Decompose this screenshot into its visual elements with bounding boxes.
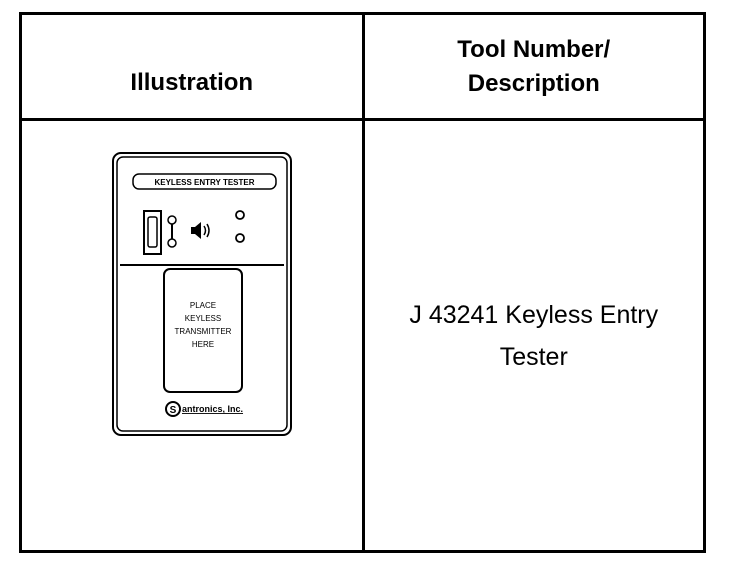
illustration-header-cell: Illustration [19, 12, 365, 121]
speaker-icon [191, 222, 210, 239]
tool-number-description-header: Tool Number/ Description [457, 35, 611, 97]
device-inner-body [116, 156, 288, 432]
window-line-1: PLACE [190, 301, 216, 310]
brand-logo: S [165, 401, 181, 417]
table-row: KEYLESS ENTRY TESTER [19, 118, 706, 553]
window-line-3: TRANSMITTER [175, 327, 232, 336]
illustration-cell: KEYLESS ENTRY TESTER [19, 118, 365, 553]
switch-bottom-dot [167, 238, 177, 248]
transmitter-window [163, 268, 243, 393]
device-label-strip [132, 173, 277, 190]
tool-description: J 43241 Keyless Entry Tester [409, 301, 659, 371]
indicator-light-bottom [235, 233, 245, 243]
tool-table: Illustration Tool Number/ Description KE… [19, 12, 706, 553]
connector-slot-inner [147, 216, 158, 248]
keyless-entry-tester-illustration: KEYLESS ENTRY TESTER [112, 152, 292, 436]
device-label: KEYLESS ENTRY TESTER [154, 178, 254, 187]
window-line-4: HERE [192, 340, 214, 349]
indicator-light-top [235, 210, 245, 220]
switch-top-dot [167, 215, 177, 225]
illustration-header: Illustration [130, 68, 254, 96]
brand-name: antronics, Inc. [182, 404, 243, 414]
tool-header-cell: Tool Number/ Description [361, 12, 706, 121]
svg-text:S: S [170, 405, 177, 416]
description-cell: J 43241 Keyless Entry Tester [361, 118, 706, 553]
header-row: Illustration Tool Number/ Description [19, 12, 706, 121]
window-line-2: KEYLESS [185, 314, 221, 323]
